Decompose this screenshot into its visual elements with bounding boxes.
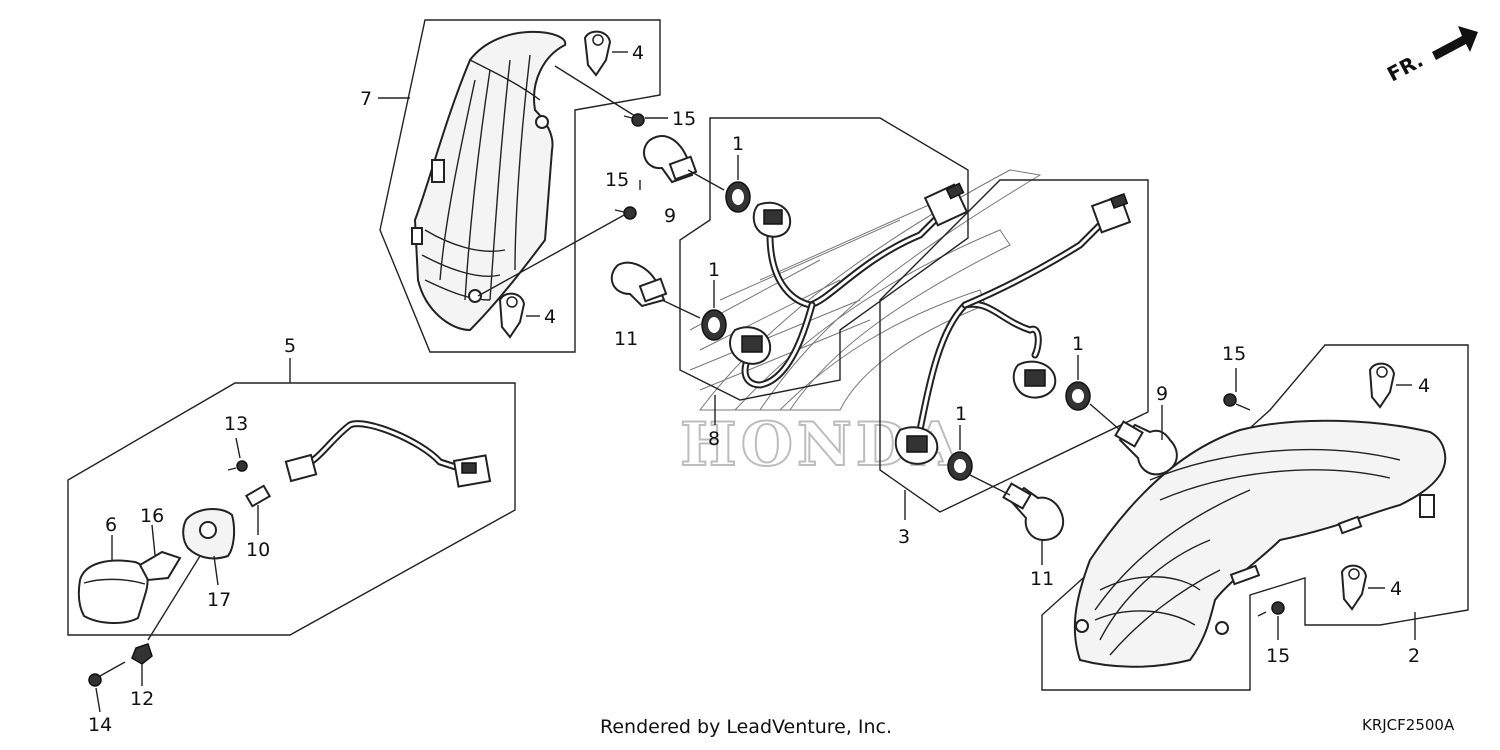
gasket-1d bbox=[947, 451, 973, 481]
callout-15c: 15 bbox=[1222, 343, 1246, 365]
bulb-socket-upper bbox=[752, 201, 792, 238]
bulb-9-upper bbox=[643, 135, 698, 184]
seal-16 bbox=[138, 550, 182, 582]
callout-9a: 9 bbox=[664, 205, 676, 227]
screw-15b bbox=[614, 206, 637, 220]
footer-credit: Rendered by LeadVenture, Inc. bbox=[600, 716, 892, 738]
callout-15b: 15 bbox=[605, 169, 629, 191]
front-direction-indicator: FR. bbox=[1383, 26, 1478, 86]
callout-4a: 4 bbox=[632, 42, 644, 64]
bulb-11-upper bbox=[610, 261, 668, 308]
callout-11a: 11 bbox=[614, 328, 638, 350]
front-label: FR. bbox=[1383, 48, 1427, 87]
callout-6: 6 bbox=[105, 514, 117, 536]
clip-4a bbox=[583, 30, 612, 77]
group-box-2 bbox=[1041, 344, 1469, 691]
callout-15d: 15 bbox=[1266, 645, 1290, 667]
bulb-socket-right-upper bbox=[1012, 360, 1057, 399]
callout-4b: 4 bbox=[544, 306, 556, 328]
bulb-9-lower bbox=[1114, 420, 1178, 476]
nut-12 bbox=[131, 643, 153, 665]
wire-harness-3 bbox=[916, 192, 1132, 434]
group-box-7 bbox=[379, 19, 661, 353]
bulb-11-lower bbox=[1002, 482, 1065, 542]
callout-2: 2 bbox=[1408, 645, 1420, 667]
clip-4b bbox=[498, 292, 526, 339]
bulb-10 bbox=[244, 484, 272, 508]
group-box-5 bbox=[67, 382, 516, 636]
license-light-housing-17 bbox=[182, 508, 236, 560]
callout-13: 13 bbox=[224, 413, 248, 435]
callout-1b: 1 bbox=[708, 259, 720, 281]
callout-5: 5 bbox=[284, 335, 296, 357]
callout-1a: 1 bbox=[732, 133, 744, 155]
gasket-1b bbox=[701, 309, 727, 341]
callout-1d: 1 bbox=[955, 403, 967, 425]
honda-watermark: HONDA bbox=[679, 169, 1042, 481]
callout-8: 8 bbox=[708, 428, 720, 450]
screw-15d bbox=[1257, 601, 1285, 617]
group-box-8 bbox=[679, 117, 969, 401]
callouts: 4 7 15 15 4 1 9 1 11 8 1 1 9 11 3 15 4 4… bbox=[88, 42, 1430, 736]
left-turn-lens-7 bbox=[411, 30, 567, 332]
screw-15c bbox=[1223, 393, 1251, 411]
callout-9b: 9 bbox=[1156, 383, 1168, 405]
license-light-wire-5 bbox=[284, 420, 492, 488]
screw-15a bbox=[623, 113, 645, 127]
callout-7: 7 bbox=[360, 88, 372, 110]
callout-1c: 1 bbox=[1072, 333, 1084, 355]
screw-13 bbox=[227, 460, 248, 472]
callout-16: 16 bbox=[140, 505, 164, 527]
gasket-1a bbox=[725, 181, 751, 213]
callout-4c: 4 bbox=[1418, 375, 1430, 397]
callout-15a: 15 bbox=[672, 108, 696, 130]
bulb-socket-right-lower bbox=[894, 426, 939, 465]
bolt-14 bbox=[88, 661, 126, 687]
gasket-1c bbox=[1065, 381, 1091, 411]
callout-4d: 4 bbox=[1390, 578, 1402, 600]
clip-4d bbox=[1340, 564, 1368, 611]
license-lens-6 bbox=[77, 559, 149, 624]
group-box-3 bbox=[879, 179, 1149, 513]
diagram-part-code: KRJCF2500A bbox=[1362, 716, 1455, 734]
leader-lines bbox=[95, 51, 1416, 713]
bulb-socket-lower bbox=[729, 326, 772, 365]
callout-17: 17 bbox=[207, 589, 231, 611]
right-turn-lens-2 bbox=[1073, 419, 1447, 668]
clip-4c bbox=[1368, 362, 1396, 409]
callout-3: 3 bbox=[898, 526, 910, 548]
callout-14: 14 bbox=[88, 714, 112, 736]
callout-11b: 11 bbox=[1030, 568, 1054, 590]
arrow-icon bbox=[1432, 26, 1478, 60]
callout-12: 12 bbox=[130, 688, 154, 710]
callout-10: 10 bbox=[246, 539, 270, 561]
